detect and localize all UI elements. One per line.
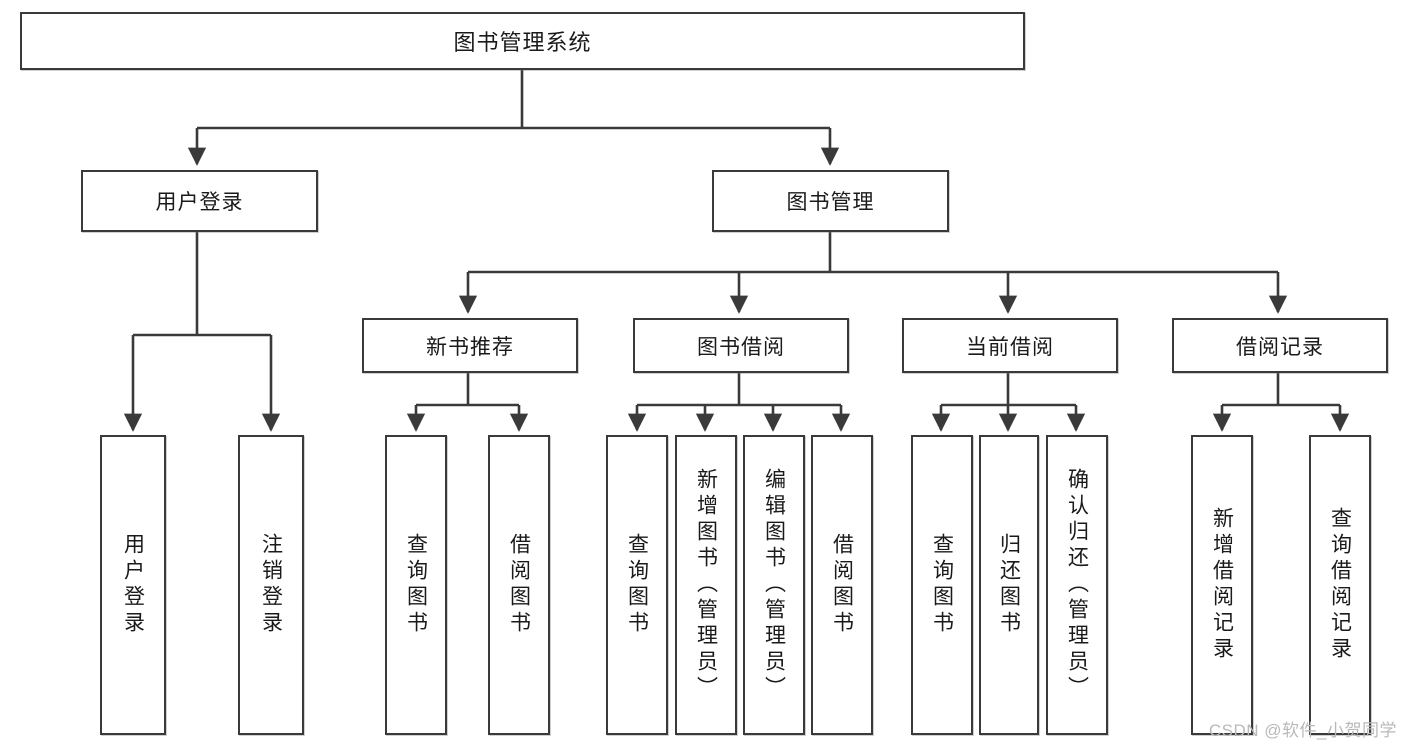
node-leaf-rec-query2-label: 查询借阅记录 [1328, 507, 1352, 663]
node-leaf-user-logout[interactable]: 注销登录 [238, 435, 304, 735]
node-leaf-borrow-lend-label: 借阅图书 [830, 533, 854, 637]
node-leaf-borrow-edit[interactable]: 编辑图书（管理员） [743, 435, 805, 735]
node-new-book-rec-label: 新书推荐 [426, 335, 514, 359]
node-leaf-borrow-add[interactable]: 新增图书（管理员） [675, 435, 737, 735]
node-leaf-borrow-lend[interactable]: 借阅图书 [811, 435, 873, 735]
node-leaf-rec-query[interactable]: 查询图书 [385, 435, 447, 735]
node-root-label: 图书管理系统 [453, 30, 592, 55]
node-leaf-rec-borrow[interactable]: 借阅图书 [488, 435, 550, 735]
node-leaf-borrow-query[interactable]: 查询图书 [606, 435, 668, 735]
node-leaf-cur-confirm-label: 确认归还（管理员） [1065, 468, 1089, 702]
node-book-manage[interactable]: 图书管理 [712, 170, 949, 232]
node-leaf-cur-return[interactable]: 归还图书 [979, 435, 1039, 735]
node-leaf-rec-add-label: 新增借阅记录 [1210, 507, 1234, 663]
node-leaf-rec-borrow-label: 借阅图书 [507, 533, 531, 637]
node-book-borrow[interactable]: 图书借阅 [633, 318, 849, 373]
node-root[interactable]: 图书管理系统 [20, 12, 1025, 70]
node-current-borrow[interactable]: 当前借阅 [902, 318, 1118, 373]
csdn-watermark: CSDN @软件_小贺同学 [1208, 721, 1397, 740]
node-leaf-rec-query2[interactable]: 查询借阅记录 [1309, 435, 1371, 735]
node-leaf-borrow-add-label: 新增图书（管理员） [694, 468, 718, 702]
node-leaf-user-login[interactable]: 用户登录 [100, 435, 166, 735]
node-leaf-borrow-edit-label: 编辑图书（管理员） [762, 468, 786, 702]
node-leaf-rec-add[interactable]: 新增借阅记录 [1191, 435, 1253, 735]
node-user-login[interactable]: 用户登录 [81, 170, 318, 232]
node-leaf-user-logout-label: 注销登录 [259, 533, 283, 637]
node-leaf-cur-query[interactable]: 查询图书 [911, 435, 973, 735]
node-current-borrow-label: 当前借阅 [966, 335, 1054, 359]
node-borrow-record[interactable]: 借阅记录 [1172, 318, 1388, 373]
node-leaf-user-login-label: 用户登录 [121, 533, 145, 637]
node-leaf-cur-confirm[interactable]: 确认归还（管理员） [1046, 435, 1108, 735]
node-book-manage-label: 图书管理 [786, 191, 875, 214]
node-book-borrow-label: 图书借阅 [697, 335, 785, 359]
node-new-book-rec[interactable]: 新书推荐 [362, 318, 578, 373]
node-leaf-cur-query-label: 查询图书 [930, 533, 954, 637]
node-borrow-record-label: 借阅记录 [1236, 335, 1324, 359]
node-leaf-cur-return-label: 归还图书 [997, 533, 1021, 637]
node-leaf-borrow-query-label: 查询图书 [625, 533, 649, 637]
node-user-login-label: 用户登录 [155, 191, 244, 214]
node-leaf-rec-query-label: 查询图书 [404, 533, 428, 637]
